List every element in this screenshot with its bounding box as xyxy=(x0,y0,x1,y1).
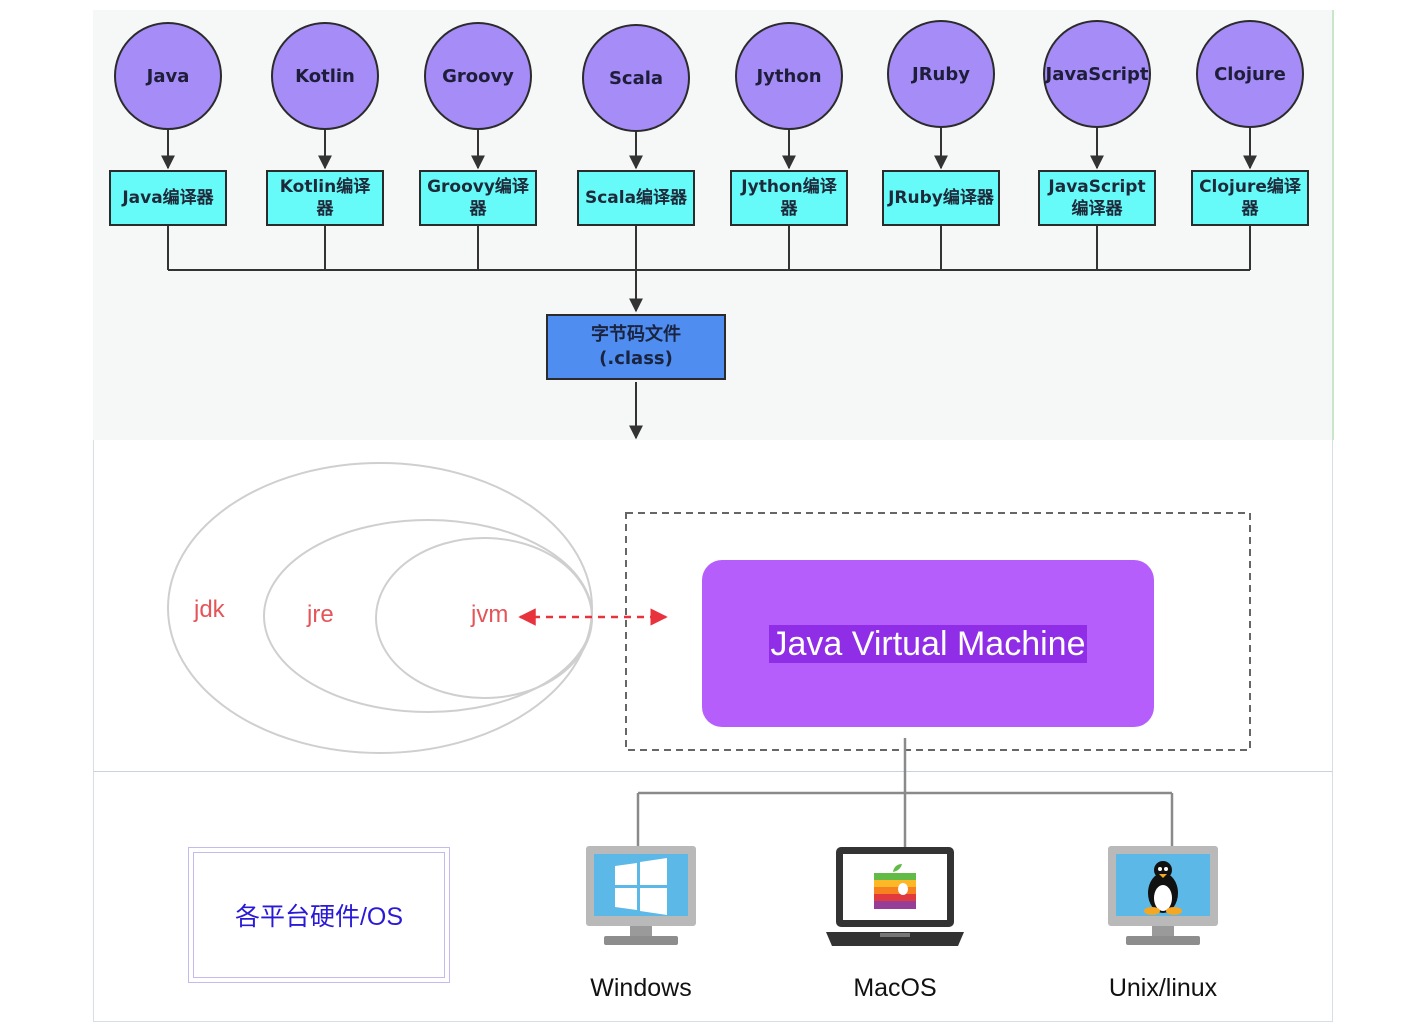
compiler-box-jruby: JRuby编译器 xyxy=(882,170,1000,226)
windows-monitor-icon xyxy=(586,846,696,945)
bytecode-ext: (.class) xyxy=(599,348,673,369)
macos-laptop-icon xyxy=(826,847,964,946)
os-box: 各平台硬件/OS xyxy=(188,847,450,983)
platform-tree xyxy=(636,738,1174,848)
bytecode-file-box: 字节码文件 (.class) xyxy=(546,314,726,380)
language-circle-java: Java xyxy=(114,22,222,130)
compiler-box-java: Java编译器 xyxy=(109,170,227,226)
platform-label-macos: MacOS xyxy=(853,974,937,1002)
jvm-box-label: Java Virtual Machine xyxy=(768,624,1088,663)
language-circle-kotlin: Kotlin xyxy=(271,22,379,130)
compiler-box-groovy: Groovy编译器 xyxy=(419,170,537,226)
language-circle-jython: Jython xyxy=(735,22,843,130)
jvm-box: Java Virtual Machine xyxy=(702,560,1154,727)
linux-monitor-icon xyxy=(1108,846,1218,945)
compiler-box-clojure: Clojure编译器 xyxy=(1191,170,1309,226)
jdk-label: jdk xyxy=(194,596,225,623)
compiler-box-jython: Jython编译器 xyxy=(730,170,848,226)
language-circle-javascript: JavaScript xyxy=(1043,20,1151,128)
os-box-label: 各平台硬件/OS xyxy=(193,852,445,978)
jre-label: jre xyxy=(307,601,334,628)
platform-label-windows: Windows xyxy=(590,974,692,1002)
language-circle-scala: Scala xyxy=(582,24,690,132)
bytecode-title: 字节码文件 xyxy=(591,324,681,345)
language-circle-jruby: JRuby xyxy=(887,20,995,128)
compiler-box-kotlin: Kotlin编译器 xyxy=(266,170,384,226)
platform-label-unix: Unix/linux xyxy=(1108,974,1218,1002)
language-circle-groovy: Groovy xyxy=(424,22,532,130)
jdk-ellipse xyxy=(167,462,593,754)
language-circle-clojure: Clojure xyxy=(1196,20,1304,128)
compiler-box-scala: Scala编译器 xyxy=(577,170,695,226)
jvm-dashed-frame xyxy=(625,512,1251,751)
jvm-label: jvm xyxy=(471,601,509,628)
compiler-box-javascript: JavaScript编译器 xyxy=(1038,170,1156,226)
